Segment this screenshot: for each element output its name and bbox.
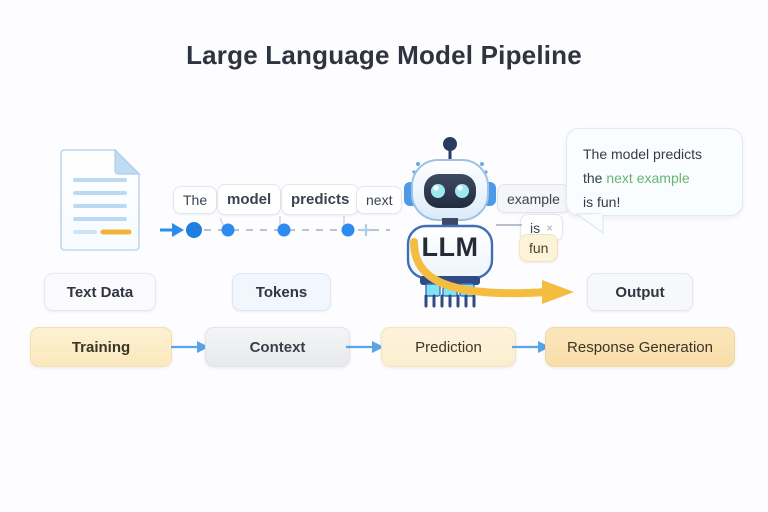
pipeline-arrow — [346, 341, 384, 353]
close-icon[interactable]: × — [546, 220, 554, 235]
bubble-highlight: next example — [606, 170, 690, 186]
token-chip[interactable]: The — [173, 186, 218, 214]
document-icon — [60, 148, 141, 251]
token-chip[interactable]: predicts — [281, 184, 360, 215]
candidate-chip-fun[interactable]: fun — [519, 234, 559, 262]
candidate-chip-is-label: is — [530, 219, 541, 236]
token-track — [160, 216, 390, 238]
bubble-line-1: The model predicts — [583, 146, 703, 162]
token-chip[interactable]: model — [217, 184, 282, 215]
output-arrow — [410, 238, 574, 304]
robot-icon — [404, 137, 496, 308]
token-chip[interactable]: next — [356, 186, 403, 214]
speech-bubble-tail — [575, 213, 604, 235]
pipeline-stage-prediction[interactable]: Prediction — [381, 327, 516, 367]
pipeline-stage-context[interactable]: Context — [205, 327, 350, 367]
pipeline-stage-training[interactable]: Training — [30, 327, 172, 367]
robot-chip-connector — [496, 224, 522, 226]
label-tokens: Tokens — [232, 273, 331, 311]
pipeline-arrow — [171, 341, 209, 353]
speech-bubble: The model predicts the next example is f… — [566, 128, 743, 216]
bubble-line-2-prefix: the — [583, 170, 607, 186]
candidate-chip-example[interactable]: example — [497, 184, 570, 213]
bubble-line-2: the next example — [583, 166, 726, 190]
label-output: Output — [587, 273, 693, 311]
llm-badge-label: LLM — [421, 232, 479, 262]
pipeline-stage-response-generation[interactable]: Response Generation — [545, 327, 735, 367]
pipeline-arrow — [512, 341, 550, 353]
page-title: Large Language Model Pipeline — [186, 40, 582, 70]
bubble-line-3: is fun! — [583, 194, 621, 210]
label-text-data: Text Data — [44, 273, 156, 311]
